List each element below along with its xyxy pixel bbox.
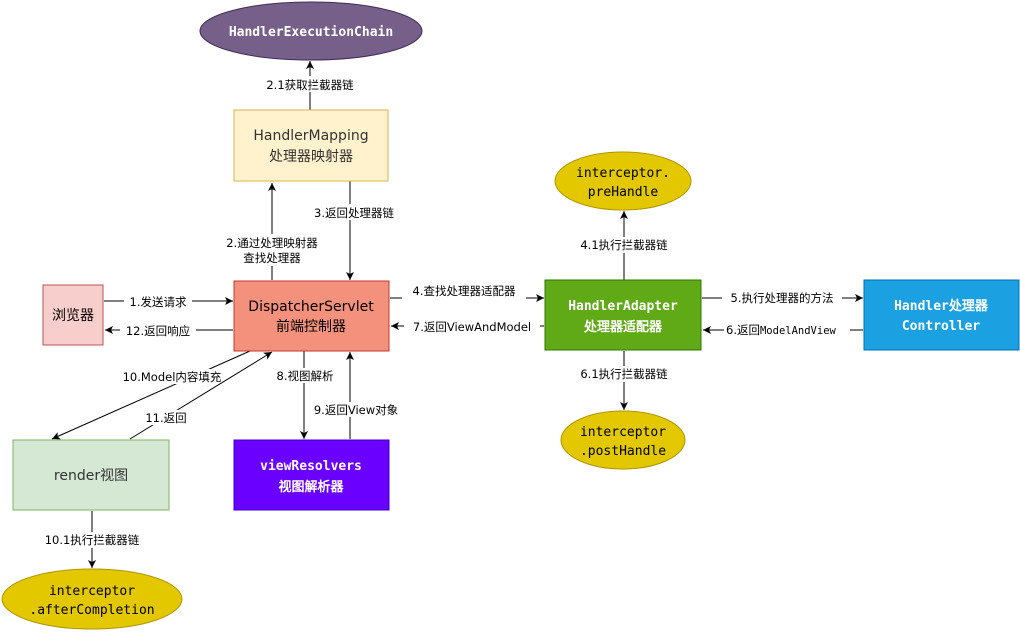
edge-execute-handler: 5.执行处理器的方法 bbox=[702, 290, 863, 305]
node-label-interceptor-prehandle-line2: preHandle bbox=[588, 185, 659, 200]
node-label-handler-controller-line1: Handler处理器 bbox=[894, 298, 989, 314]
node-dispatcher-servlet: DispatcherServlet 前端控制器 bbox=[233, 280, 390, 352]
edge-label-7: 7.返回ViewAndModel bbox=[413, 320, 531, 334]
node-browser: 浏览器 bbox=[42, 284, 104, 346]
node-label-handler-execution-chain: HandlerExecutionChain bbox=[229, 25, 393, 40]
edge-label-4-1: 4.1执行拦截器链 bbox=[580, 238, 668, 252]
node-label-interceptor-prehandle-line1: interceptor. bbox=[576, 166, 670, 181]
node-handler-adapter: HandlerAdapter 处理器适配器 bbox=[544, 279, 702, 351]
edge-model-fill: 10.Model内容填充 bbox=[51, 350, 251, 440]
edge-label-11: 11.返回 bbox=[145, 411, 186, 425]
edge-label-10-1: 10.1执行拦截器链 bbox=[45, 533, 140, 547]
node-label-browser: 浏览器 bbox=[52, 308, 94, 324]
edge-find-adapter: 4.查找处理器适配器 bbox=[390, 284, 544, 302]
node-label-dispatcher-servlet-line1: DispatcherServlet bbox=[248, 299, 374, 315]
edge-return-handler-chain: 3.返回处理器链 bbox=[306, 181, 402, 280]
node-label-handler-mapping-line1: HandlerMapping bbox=[253, 128, 368, 144]
edge-exec-posthandle: 6.1执行拦截器链 bbox=[574, 351, 674, 410]
edge-label-2-1: 2.1获取拦截器链 bbox=[266, 78, 354, 92]
edge-label-6: 6.返回ModelAndView bbox=[726, 323, 837, 337]
edge-label-1: 1.发送请求 bbox=[130, 295, 187, 309]
edge-label-2-line2: 查找处理器 bbox=[243, 251, 301, 265]
edge-return-response: 12.返回响应 bbox=[105, 323, 233, 338]
node-handler-execution-chain: HandlerExecutionChain bbox=[199, 1, 423, 61]
node-label-interceptor-posthandle-line2: .postHandle bbox=[580, 444, 666, 459]
node-label-handler-adapter-line2: 处理器适配器 bbox=[583, 319, 663, 335]
node-label-interceptor-aftercompletion-line1: interceptor bbox=[49, 584, 135, 599]
edge-exec-prehandle: 4.1执行拦截器链 bbox=[574, 211, 674, 280]
node-label-interceptor-posthandle-line1: interceptor bbox=[580, 425, 666, 440]
edge-exec-aftercompletion: 10.1执行拦截器链 bbox=[38, 511, 146, 568]
edge-get-interceptor-chain: 2.1获取拦截器链 bbox=[262, 61, 358, 110]
edge-render-return: 11.返回 bbox=[129, 351, 273, 440]
node-label-view-resolvers-line1: viewResolvers bbox=[260, 459, 362, 474]
node-handler-controller: Handler处理器 Controller bbox=[863, 279, 1020, 351]
edge-find-handler: 2.通过处理映射器 查找处理器 bbox=[218, 183, 326, 280]
node-interceptor-aftercompletion: interceptor .afterCompletion bbox=[1, 568, 183, 630]
node-view-resolvers: viewResolvers 视图解析器 bbox=[233, 439, 390, 511]
node-interceptor-posthandle: interceptor .postHandle bbox=[560, 410, 686, 470]
edge-send-request: 1.发送请求 bbox=[104, 294, 233, 309]
edge-label-5: 5.执行处理器的方法 bbox=[731, 291, 834, 305]
node-label-dispatcher-servlet-line2: 前端控制器 bbox=[276, 318, 346, 335]
edge-label-3: 3.返回处理器链 bbox=[314, 206, 394, 220]
edge-return-view-object: 9.返回View对象 bbox=[308, 352, 404, 439]
edge-label-10: 10.Model内容填充 bbox=[123, 370, 222, 384]
node-label-handler-adapter-line1: HandlerAdapter bbox=[568, 299, 678, 314]
node-render-view: render视图 bbox=[12, 439, 170, 511]
edge-return-model-and-view: 6.返回ModelAndView bbox=[703, 323, 863, 338]
edge-label-4: 4.查找处理器适配器 bbox=[413, 284, 516, 298]
node-label-handler-mapping-line2: 处理器映射器 bbox=[269, 149, 353, 165]
node-label-interceptor-aftercompletion-line2: .afterCompletion bbox=[29, 603, 154, 618]
edge-label-6-1: 6.1执行拦截器链 bbox=[580, 367, 668, 381]
edge-label-2-line1: 2.通过处理映射器 bbox=[226, 236, 318, 250]
node-interceptor-prehandle: interceptor. preHandle bbox=[554, 151, 692, 211]
edge-label-12: 12.返回响应 bbox=[126, 324, 190, 338]
edge-resolve-view: 8.视图解析 bbox=[270, 351, 338, 439]
edge-return-view-and-model: 7.返回ViewAndModel bbox=[391, 319, 544, 334]
edge-label-9: 9.返回View对象 bbox=[314, 403, 398, 417]
node-label-render-view: render视图 bbox=[54, 468, 128, 484]
node-label-view-resolvers-line2: 视图解析器 bbox=[278, 479, 344, 495]
node-handler-mapping: HandlerMapping 处理器映射器 bbox=[233, 109, 389, 182]
node-label-handler-controller-line2: Controller bbox=[902, 319, 980, 334]
edge-label-8: 8.视图解析 bbox=[277, 369, 334, 383]
